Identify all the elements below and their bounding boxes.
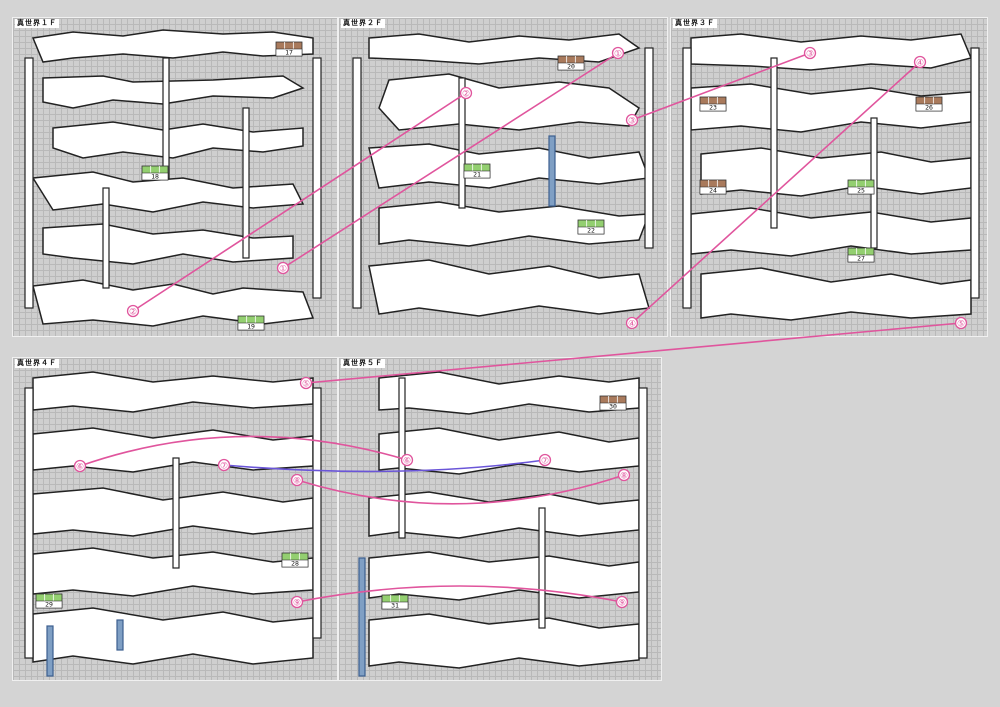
floor-map-1f (24, 29, 322, 327)
floor-title-3f: 真世界３Ｆ (673, 19, 717, 28)
floor-panel-4f: 真世界４Ｆ (12, 357, 338, 681)
room-17 (276, 42, 304, 56)
floor-panel-2f: 真世界２Ｆ (338, 17, 668, 337)
floor-map-5f (358, 371, 648, 677)
floor-map-2f (352, 33, 654, 317)
floor-map-4f (24, 371, 322, 677)
floor-title-4f: 真世界４Ｆ (15, 359, 59, 368)
floor-map-3f (682, 33, 980, 321)
floor-panel-1f: 真世界１Ｆ (12, 17, 338, 337)
floor-panel-3f: 真世界３Ｆ (670, 17, 988, 337)
floor-title-2f: 真世界２Ｆ (341, 19, 385, 28)
floor-panel-5f: 真世界５Ｆ (338, 357, 662, 681)
floor-title-1f: 真世界１Ｆ (15, 19, 59, 28)
